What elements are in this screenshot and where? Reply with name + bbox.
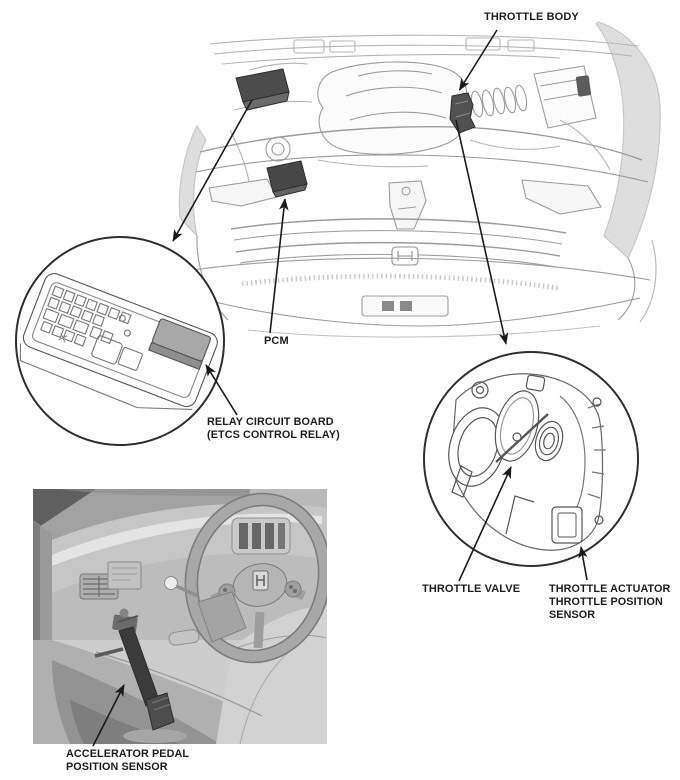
fuse-box-to-detail-leader-arrow: [172, 99, 253, 242]
relay-circuit-board-label: RELAY CIRCUIT BOARD (ETCS CONTROL RELAY): [207, 416, 340, 442]
throttle-actuator-label-line1: THROTTLE ACTUATOR: [549, 583, 671, 595]
accelerator-pedal-label-line1: ACCELERATOR PEDAL: [66, 748, 190, 760]
left-headlight: [208, 178, 278, 207]
center-display: [107, 561, 142, 590]
left-fender: [178, 124, 207, 238]
leader-arrows: [92, 29, 588, 747]
pcm-label: PCM: [264, 335, 289, 347]
steering-wheel: [184, 492, 327, 664]
throttle-actuator-leader-arrow: [578, 546, 588, 581]
throttle-valve-disc: [494, 390, 540, 462]
air-cleaner: [533, 65, 597, 129]
engine-cover: [317, 61, 468, 155]
accelerator-pedal-label: ACCELERATOR PEDAL POSITION SENSOR: [66, 748, 189, 774]
fuse-box-detail-circle: [15, 236, 225, 446]
sensor-connector: [551, 506, 583, 544]
relay-circuit-board-part: [148, 318, 211, 370]
throttle-body-label: THROTTLE BODY: [484, 11, 579, 23]
relay-circuit-board-label-line1: RELAY CIRCUIT BOARD: [207, 416, 334, 428]
accelerator-pedal-label-line2: POSITION SENSOR: [66, 760, 168, 773]
relay-circuit-board-label-line2: (ETCS CONTROL RELAY): [207, 428, 340, 441]
throttle-body-detail-circle: [423, 351, 639, 567]
throttle-actuator-label-line2: THROTTLE POSITION: [549, 595, 663, 608]
front-fascia: [182, 125, 657, 338]
throttle-valve-label: THROTTLE VALVE: [422, 583, 521, 595]
right-headlight: [521, 179, 602, 215]
throttle-body-leader-arrow: [458, 29, 498, 91]
right-fender: [595, 21, 661, 259]
interior-inset: [33, 489, 327, 744]
throttle-actuator-label: THROTTLE ACTUATOR THROTTLE POSITION SENS…: [549, 583, 670, 621]
throttle-valve-leader-arrow: [458, 466, 512, 582]
fuse-grid: [40, 285, 143, 371]
engine-bay-components: [235, 68, 476, 198]
relay-leader-arrow: [205, 364, 238, 416]
throttle-body-to-detail-leader-arrow: [455, 119, 509, 345]
washer-bracket: [388, 180, 427, 230]
accelerator-pedal-leader-arrow: [92, 684, 125, 747]
accelerator-pedal-assembly: [94, 608, 187, 743]
throttle-actuator-label-line3: SENSOR: [549, 608, 596, 621]
return-spring: [534, 420, 564, 462]
pcm-leader-arrow: [269, 198, 289, 334]
engine-bay-illustration: [178, 21, 661, 338]
